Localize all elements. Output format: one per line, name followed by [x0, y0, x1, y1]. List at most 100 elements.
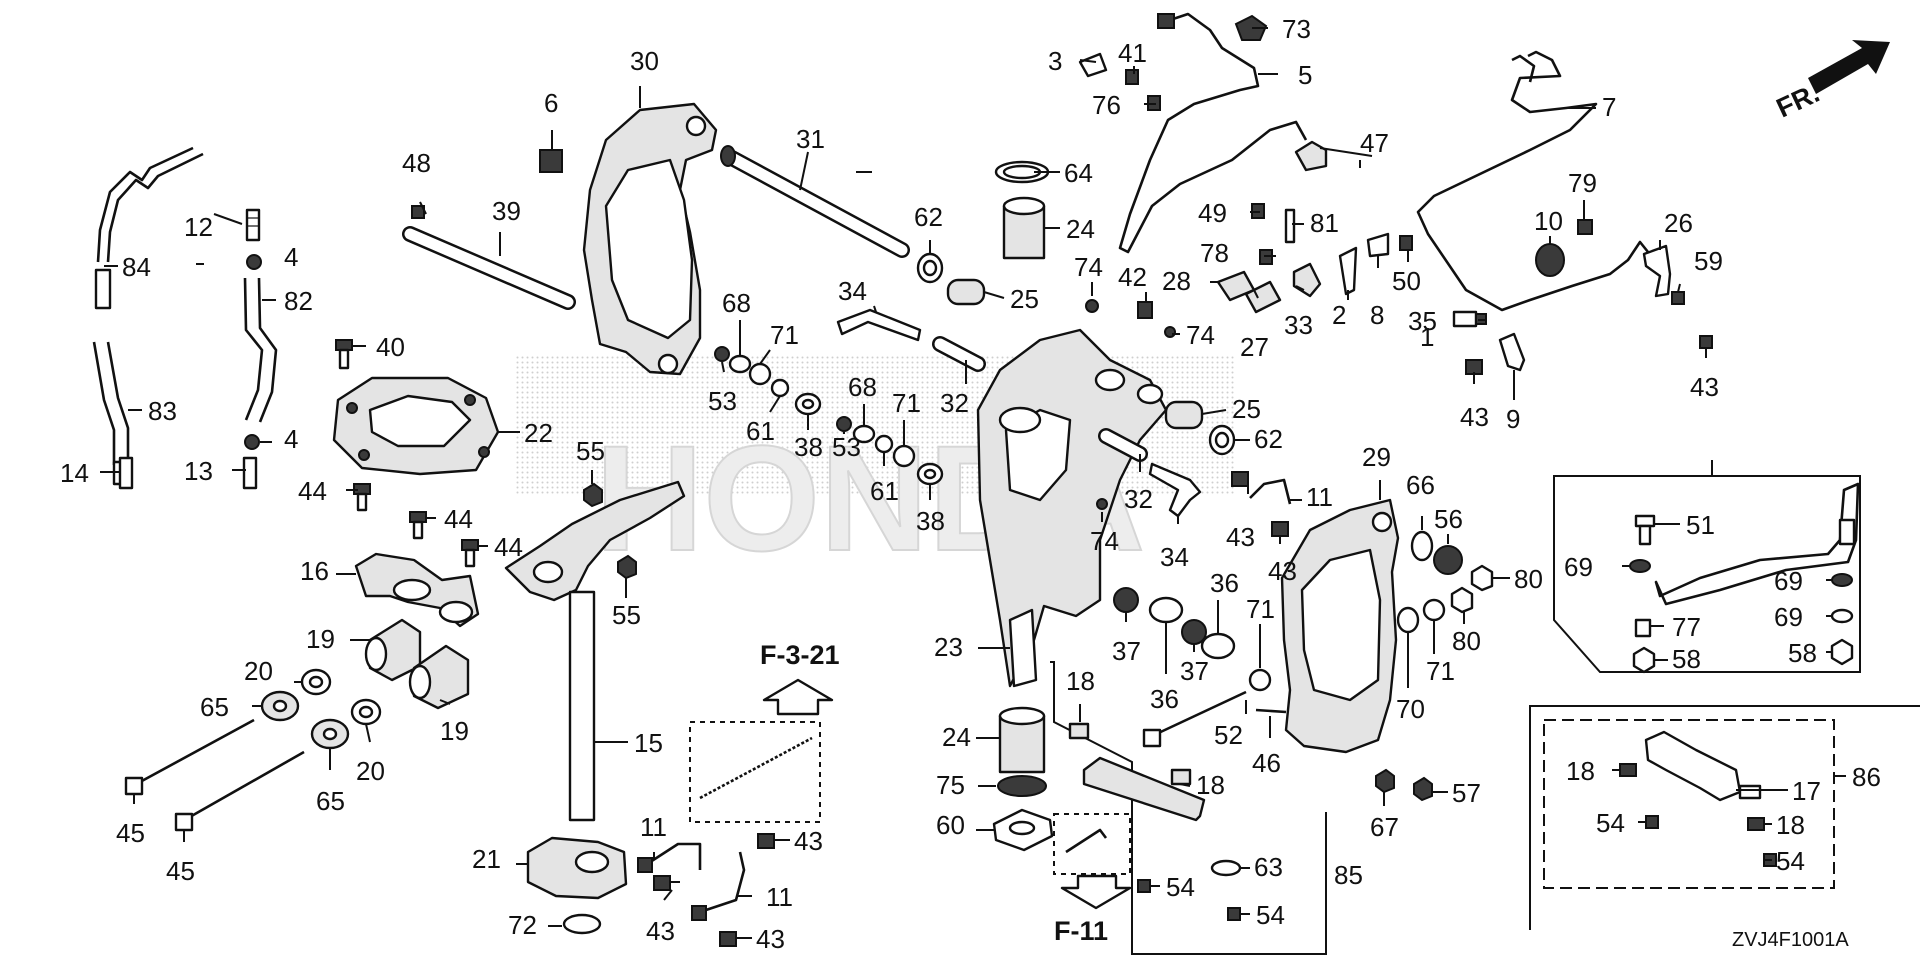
- mount-16: [354, 552, 480, 628]
- callout-30: 30: [630, 46, 659, 76]
- reference-f-11: F-11: [1054, 916, 1108, 946]
- bolt-43a: [653, 875, 671, 891]
- rod-39: [402, 226, 576, 310]
- callout-34a: 34: [838, 276, 867, 306]
- callout-37b: 37: [1180, 656, 1209, 686]
- bolt-45b: [174, 750, 305, 832]
- washer-61a: [770, 378, 790, 398]
- callout-59: 59: [1694, 246, 1723, 276]
- washer-20a: [300, 668, 332, 696]
- callout-69c: 69: [1774, 602, 1803, 632]
- callout-4a: 4: [284, 242, 298, 272]
- callout-54a: 54: [1166, 872, 1195, 902]
- rubber-mount-19a: [364, 618, 422, 682]
- shaft-31: [720, 145, 910, 258]
- callout-45b: 45: [166, 856, 195, 886]
- callout-51: 51: [1686, 510, 1715, 540]
- callout-52: 52: [1214, 720, 1243, 750]
- callout-65a: 65: [200, 692, 229, 722]
- bolt-50: [1399, 235, 1413, 251]
- washer-37a: [1113, 587, 1139, 613]
- bolt-44c: [461, 539, 479, 568]
- callout-81: 81: [1310, 208, 1339, 238]
- callout-75: 75: [936, 770, 965, 800]
- callout-76: 76: [1092, 90, 1121, 120]
- callout-1: 1: [1420, 322, 1434, 352]
- washer-53a: [714, 346, 730, 362]
- callout-34b: 34: [1160, 542, 1189, 572]
- washer-62b: [1208, 424, 1236, 456]
- callout-86: 86: [1852, 762, 1881, 792]
- shaft-15: [568, 590, 596, 822]
- callout-74c: 74: [1090, 526, 1119, 556]
- callout-80a: 80: [1514, 564, 1543, 594]
- callout-77: 77: [1672, 612, 1701, 642]
- plate-18b: [1082, 756, 1206, 822]
- callout-16: 16: [300, 556, 329, 586]
- callout-32b: 32: [1124, 484, 1153, 514]
- bolt-40: [335, 339, 353, 370]
- plate-2: [1338, 246, 1358, 296]
- callout-69a: 69: [1564, 552, 1593, 582]
- washer-61b: [874, 434, 894, 454]
- callout-43e: 43: [794, 826, 823, 856]
- callout-20b: 20: [356, 756, 385, 786]
- bolt-42: [1137, 301, 1153, 319]
- clip-18a: [1068, 722, 1090, 740]
- callout-44b: 44: [444, 504, 473, 534]
- callout-71b: 71: [892, 388, 921, 418]
- washer-53b: [836, 416, 852, 432]
- bolt-43b: [757, 833, 775, 849]
- callout-70: 70: [1396, 694, 1425, 724]
- callout-49: 49: [1198, 198, 1227, 228]
- callout-85: 85: [1334, 860, 1363, 890]
- callout-71d: 71: [1426, 656, 1455, 686]
- swivel-case-23: [976, 328, 1168, 688]
- callout-21: 21: [472, 844, 501, 874]
- callout-57: 57: [1452, 778, 1481, 808]
- bracket-26: [1642, 244, 1672, 298]
- washer-63: [1210, 859, 1242, 877]
- callout-40: 40: [376, 332, 405, 362]
- gasket-60: [992, 808, 1054, 852]
- bolt-14: [118, 456, 134, 490]
- front-direction-arrow: FR.: [1772, 40, 1890, 123]
- callout-13: 13: [184, 456, 213, 486]
- callout-10: 10: [1534, 206, 1563, 236]
- callout-84: 84: [122, 252, 151, 282]
- callout-3: 3: [1048, 46, 1062, 76]
- nut-57: [1413, 776, 1433, 802]
- rubber-mount-19b: [408, 644, 470, 710]
- bolt-43f: [1699, 335, 1713, 349]
- washer-36b: [1200, 632, 1236, 660]
- washer-71c: [1248, 668, 1272, 692]
- clip-18d: [1619, 763, 1637, 777]
- callout-42: 42: [1118, 262, 1147, 292]
- bolt-45a: [124, 718, 255, 796]
- callout-44c: 44: [494, 532, 523, 562]
- harness-11a: [1249, 478, 1292, 505]
- bolt-12: [245, 208, 261, 242]
- callout-68b: 68: [848, 372, 877, 402]
- callout-78: 78: [1200, 238, 1229, 268]
- switch-33: [1292, 262, 1322, 298]
- nut-6: [539, 149, 563, 173]
- callout-60: 60: [936, 810, 965, 840]
- clip-4a: [246, 254, 262, 270]
- callout-58b: 58: [1788, 638, 1817, 668]
- callout-66: 66: [1406, 470, 1435, 500]
- callout-38b: 38: [916, 506, 945, 536]
- nut-58b: [1830, 638, 1854, 666]
- pin-32b: [1098, 428, 1148, 462]
- callout-58a: 58: [1672, 644, 1701, 674]
- callout-11c: 11: [766, 882, 793, 912]
- screw-54c: [1645, 815, 1659, 829]
- washer-36a: [1148, 596, 1184, 624]
- washer-65a: [260, 690, 300, 722]
- washer-69b: [1831, 573, 1853, 587]
- callout-28: 28: [1162, 266, 1191, 296]
- bolt-43e: [1271, 521, 1289, 537]
- callout-44a: 44: [298, 476, 327, 506]
- callout-83: 83: [148, 396, 177, 426]
- group-86-outline: [1529, 705, 1920, 930]
